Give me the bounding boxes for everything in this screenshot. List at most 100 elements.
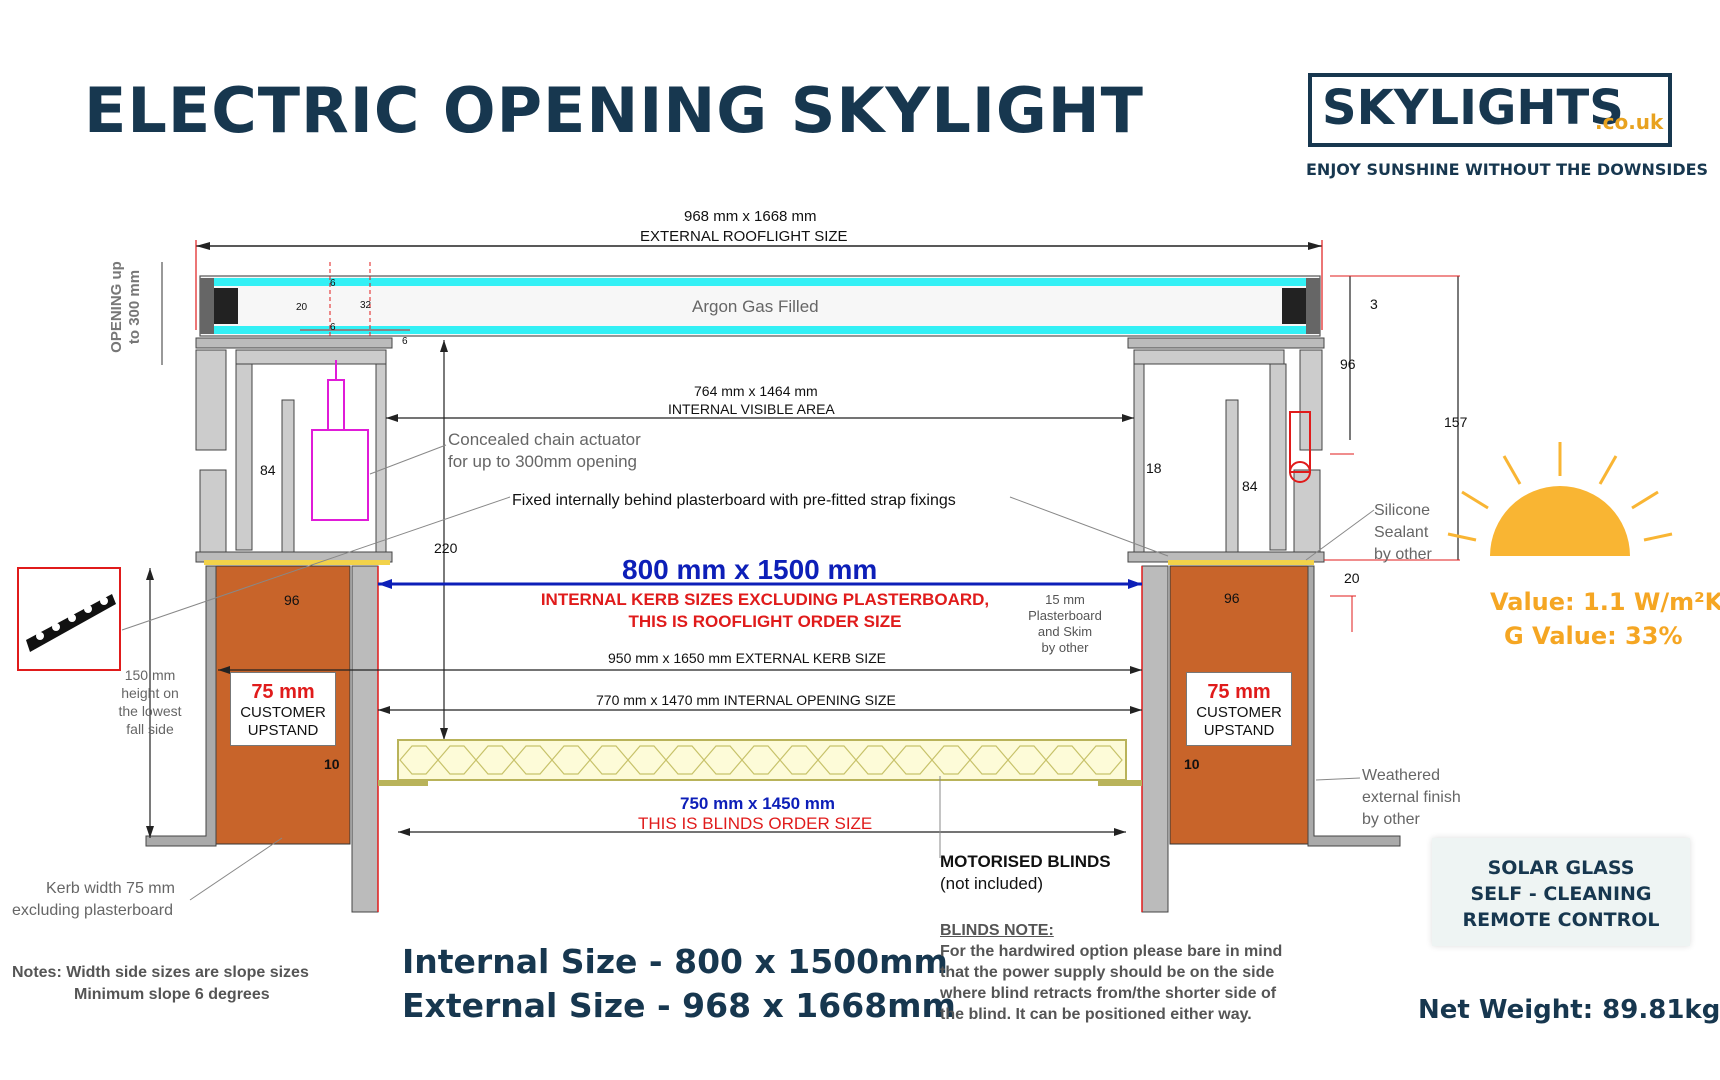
dim-20-glass: 20 (296, 302, 308, 313)
opening-label: OPENING up to 300 mm (108, 261, 168, 362)
dim-18: 18 (1146, 460, 1162, 476)
upstand-right-line1: CUSTOMER (1196, 704, 1282, 721)
argon-label: Argon Gas Filled (692, 297, 819, 316)
motorised-sub: (not included) (940, 874, 1044, 893)
spacer-left (200, 278, 214, 334)
upstand-left: 75 mm CUSTOMER UPSTAND (230, 672, 336, 746)
spacer-right (1306, 278, 1320, 334)
internal-visible-dims: 764 mm x 1464 mm (694, 383, 818, 399)
plasterboard-left (351, 565, 379, 913)
silicone-line3: by other (1374, 546, 1432, 563)
blinds-note-line3: where blind retracts from/the shorter si… (940, 985, 1277, 1002)
blinds-order-label: THIS IS BLINDS ORDER SIZE (638, 814, 873, 833)
silicone-line1: Silicone (1374, 502, 1431, 519)
blinds-size: 750 mm x 1450 mm (680, 794, 835, 813)
dim-20-side: 20 (1344, 570, 1360, 586)
blinds-note-heading: BLINDS NOTE: (940, 922, 1054, 939)
kerb-size: 800 mm x 1500 mm (622, 554, 878, 585)
weathered-note: Weathered external finish by other (1362, 765, 1461, 831)
dim-3: 3 (1370, 296, 1378, 312)
height-line3: the lowest (118, 703, 182, 719)
dim-96-left: 96 (284, 592, 300, 608)
opening-line1: OPENING up (108, 261, 125, 353)
dim-6-a: 6 (330, 278, 336, 289)
u-value: Value: 1.1 W/m²K (1490, 588, 1720, 616)
dim-84-left: 84 (260, 462, 276, 478)
actuator-line2: for up to 300mm opening (448, 452, 638, 471)
dim-6-c: 6 (402, 336, 408, 347)
upstand-right-line2: UPSTAND (1203, 722, 1275, 739)
logo-suffix: .co.uk (1595, 110, 1664, 134)
height-line4: fall side (126, 721, 174, 737)
kerb-width-line2: excluding plasterboard (12, 902, 173, 919)
dim-220: 220 (434, 540, 458, 556)
height-line2: height on (121, 685, 179, 701)
opening-line2: to 300 mm (126, 269, 143, 345)
plasterboard-line3: and Skim (1037, 624, 1093, 639)
silicone-note: Silicone Sealant by other (1374, 500, 1432, 566)
fixed-note: Fixed internally behind plasterboard wit… (512, 492, 956, 509)
actuator-note: Concealed chain actuator for up to 300mm… (448, 429, 641, 473)
motorised-label: MOTORISED BLINDS (940, 852, 1111, 871)
int-opening-label: 770 mm x 1470 mm INTERNAL OPENING SIZE (596, 692, 896, 708)
dim-10-left: 10 (324, 756, 340, 772)
upstand-left-line2: UPSTAND (247, 722, 319, 739)
tagline: ENJOY SUNSHINE WITHOUT THE DOWNSIDES (1306, 160, 1709, 179)
height-line1: 150 mm (124, 667, 176, 683)
plasterboard-line2: Plasterboard (1028, 608, 1102, 623)
internal-size: Internal Size - 800 x 1500mm (402, 942, 948, 981)
dim-6-b: 6 (330, 322, 336, 333)
upstand-left-line1: CUSTOMER (240, 704, 326, 721)
plasterboard-note: 15 mm Plasterboard and Skim by other (1020, 592, 1110, 656)
logo-frame (1308, 73, 1672, 147)
dim-157: 157 (1444, 414, 1468, 430)
left-frame-outer (195, 349, 227, 451)
notes-line2: Minimum slope 6 degrees (74, 986, 270, 1003)
chain-actuator (311, 429, 369, 521)
kerb-note-line2: THIS IS ROOFLIGHT ORDER SIZE (628, 612, 902, 631)
plasterboard-line1: 15 mm (1045, 592, 1085, 607)
hinge (1289, 411, 1311, 473)
upstand-right: 75 mm CUSTOMER UPSTAND (1186, 672, 1292, 746)
g-value: G Value: 33% (1504, 622, 1683, 650)
dim-96-top: 96 (1340, 356, 1356, 372)
feature-self-cleaning: SELF - CLEANING (1470, 883, 1652, 905)
feature-remote-control: REMOTE CONTROL (1462, 909, 1660, 931)
ext-rooflight-label: EXTERNAL ROOFLIGHT SIZE (640, 228, 848, 245)
weathered-line2: external finish (1362, 789, 1461, 806)
upstand-left-mm: 75 mm (251, 681, 315, 703)
net-weight: Net Weight: 89.81kg (1418, 995, 1720, 1025)
external-size: External Size - 968 x 1668mm (402, 986, 956, 1025)
notes-line1: Notes: Width side sizes are slope sizes (12, 964, 309, 981)
blinds-note: BLINDS NOTE: For the hardwired option pl… (940, 920, 1380, 1025)
blinds-note-line4: the blind. It can be positioned either w… (940, 1006, 1252, 1023)
weathered-line3: by other (1362, 811, 1420, 828)
dim-84-right: 84 (1242, 478, 1258, 494)
dim-96-right: 96 (1224, 590, 1240, 606)
plasterboard-right (1141, 565, 1169, 913)
glass-pane-bottom (214, 326, 1306, 334)
upstand-right-mm: 75 mm (1207, 681, 1271, 703)
ext-kerb-label: 950 mm x 1650 mm EXTERNAL KERB SIZE (608, 650, 887, 666)
blinds-note-line1: For the hardwired option please bare in … (940, 943, 1283, 960)
motorised-blinds (397, 739, 1127, 781)
dim-32: 32 (360, 300, 372, 311)
weathered-line1: Weathered (1362, 767, 1440, 784)
blinds-note-line2: that the power supply should be on the s… (940, 964, 1275, 981)
features-box: SOLAR GLASS SELF - CLEANING REMOTE CONTR… (1432, 838, 1690, 946)
actuator-line1: Concealed chain actuator (448, 430, 641, 449)
plasterboard-line4: by other (1041, 640, 1089, 655)
kerb-note-line1: INTERNAL KERB SIZES EXCLUDING PLASTERBOA… (540, 590, 990, 609)
silicone-line2: Sealant (1374, 524, 1429, 541)
height-note: 150 mm height on the lowest fall side (104, 666, 196, 738)
glass-pane-top (214, 278, 1306, 286)
kerb-width-line1: Kerb width 75 mm (46, 880, 175, 897)
sun-icon (1447, 442, 1673, 556)
page-title: ELECTRIC OPENING SKYLIGHT (84, 74, 1144, 147)
feature-solar-glass: SOLAR GLASS (1487, 857, 1635, 879)
dim-10-right: 10 (1184, 756, 1200, 772)
internal-visible-label: INTERNAL VISIBLE AREA (668, 401, 835, 417)
ext-rooflight-dims: 968 mm x 1668 mm (684, 208, 817, 225)
logo: SKYLIGHTS (1322, 80, 1624, 136)
